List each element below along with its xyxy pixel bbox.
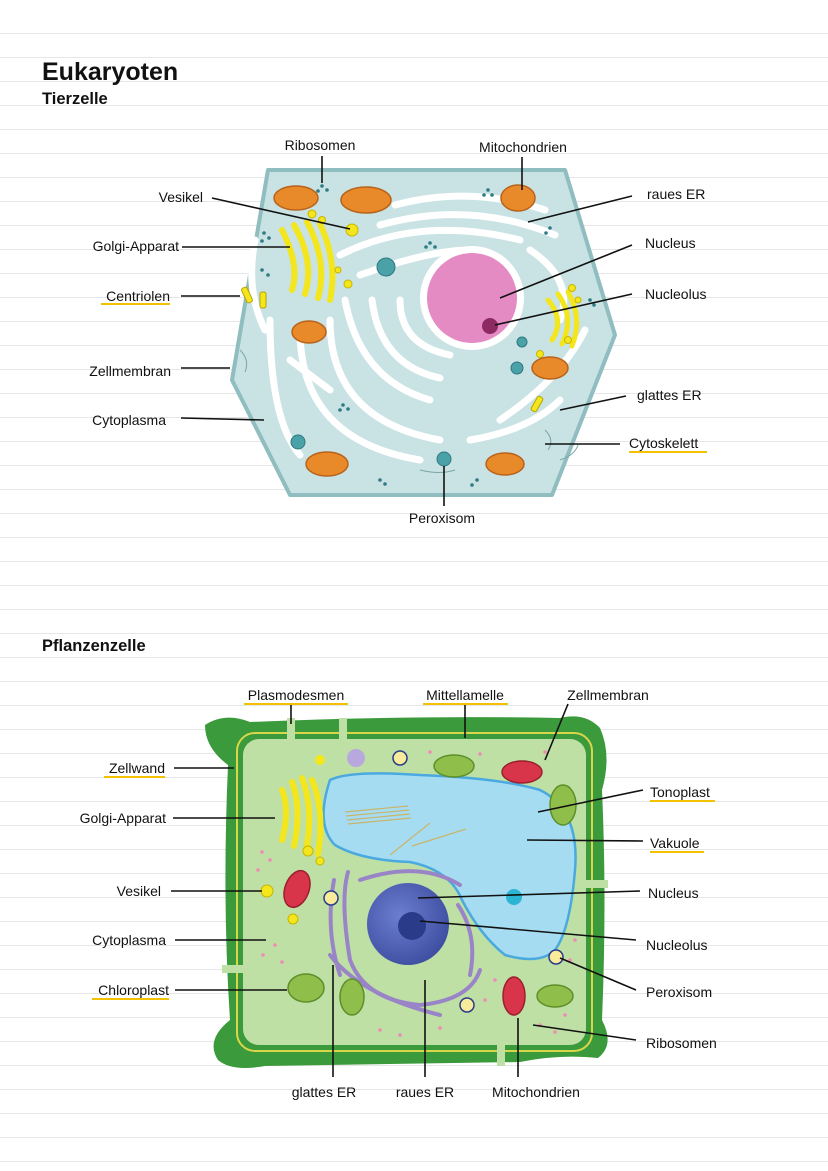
plant-label-zellwand: Zellwand [109, 760, 165, 776]
plant-label-golgi: Golgi-Apparat [80, 810, 166, 826]
animal-label-cytoplasma: Cytoplasma [92, 412, 166, 428]
plant-er-network [328, 869, 482, 1017]
animal-label-vesikel: Vesikel [159, 189, 203, 205]
plant-label-peroxisom: Peroxisom [646, 984, 712, 1000]
plant-label-vakuole: Vakuole [650, 835, 700, 851]
animal-mitochondria [273, 184, 569, 477]
animal-peroxisomes [290, 257, 528, 467]
animal-ribosomes [260, 184, 596, 487]
plant-golgi-top [315, 755, 325, 765]
plant-label-chloroplast: Chloroplast [98, 982, 169, 998]
animal-label-nucleolus: Nucleolus [645, 286, 706, 302]
animal-nucleus [427, 253, 517, 343]
animal-label-cytoskelett: Cytoskelett [629, 435, 698, 451]
animal-label-mitochondrien: Mitochondrien [479, 139, 567, 155]
plant-plasmodesmata [222, 718, 608, 1066]
animal-centrioles [241, 286, 544, 413]
animal-label-ribosomen: Ribosomen [285, 137, 356, 153]
animal-label-zellmembran: Zellmembran [89, 363, 171, 379]
animal-cell-heading: Tierzelle [42, 90, 108, 108]
plant-vesicles [260, 845, 325, 925]
plant-highlight-mittellamelle [423, 703, 508, 705]
plant-chloroplasts [287, 754, 577, 1016]
plant-highlight-chloroplast [92, 998, 169, 1000]
animal-label-centriolen: Centriolen [106, 288, 170, 304]
plant-label-tonoplast: Tonoplast [650, 784, 710, 800]
animal-label-raues-er: raues ER [647, 186, 705, 202]
plant-golgi [279, 775, 324, 857]
plant-highlight-vakuole [650, 851, 704, 853]
animal-nucleolus [482, 318, 498, 334]
plant-mitochondria [283, 760, 543, 1016]
plant-nucleolus [398, 912, 426, 940]
plant-label-glattes-er: glattes ER [292, 1084, 357, 1100]
plant-label-raues-er: raues ER [396, 1084, 454, 1100]
plant-label-mitochondrien: Mitochondrien [492, 1084, 580, 1100]
plant-leader-lines [171, 703, 644, 1077]
animal-leader-lines [180, 156, 633, 506]
plant-label-nucleolus: Nucleolus [646, 937, 707, 953]
animal-label-nucleus: Nucleus [645, 235, 696, 251]
plant-ribosomes [256, 750, 577, 1037]
animal-golgi-right [545, 289, 580, 349]
animal-vesicles [307, 209, 582, 358]
animal-cytoskeleton [239, 349, 579, 473]
plant-highlight-plasmodesmen [244, 703, 348, 705]
animal-highlight-cytoskelett [629, 451, 707, 453]
plant-label-mittellamelle: Mittellamelle [426, 687, 504, 703]
plant-vacuole-crystals [344, 805, 467, 856]
plant-spiral-body [347, 749, 365, 767]
plant-cell: Plasmodesmen Mittellamelle Zellmembran Z… [80, 687, 717, 1100]
plant-label-ribosomen: Ribosomen [646, 1035, 717, 1051]
plant-label-nucleus: Nucleus [648, 885, 699, 901]
animal-label-peroxisom: Peroxisom [409, 510, 475, 526]
animal-highlight-centriolen [101, 303, 170, 305]
animal-label-glattes-er: glattes ER [637, 387, 702, 403]
animal-label-golgi: Golgi-Apparat [93, 238, 179, 254]
plant-label-cytoplasma: Cytoplasma [92, 932, 166, 948]
plant-label-vesikel: Vesikel [117, 883, 161, 899]
plant-label-plasmodesmen: Plasmodesmen [248, 687, 345, 703]
plant-highlight-zellwand [104, 776, 165, 778]
animal-cell: Ribosomen Mitochondrien Vesikel raues ER… [89, 137, 707, 526]
plant-peroxisomes [323, 750, 564, 1013]
plant-vacuole-spot [506, 889, 522, 905]
plant-highlight-tonoplast [650, 800, 715, 802]
plant-cell-heading: Pflanzenzelle [42, 637, 146, 655]
page-title: Eukaryoten [42, 58, 179, 86]
animal-golgi-left [279, 219, 336, 303]
plant-label-zellmembran: Zellmembran [567, 687, 649, 703]
